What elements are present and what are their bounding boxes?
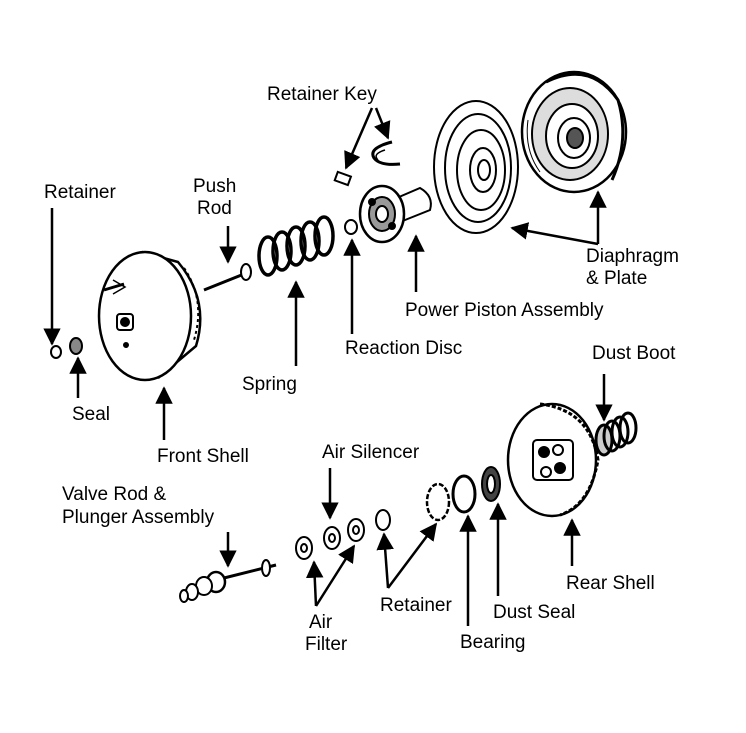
front-shell-part: [97, 250, 202, 382]
label-valve-rod-line1: Valve Rod &: [62, 484, 167, 505]
power-piston-part: [358, 184, 432, 244]
label-bearing: Bearing: [460, 632, 526, 653]
plate-part: [520, 70, 628, 194]
retainer-small-part: [50, 345, 62, 359]
label-diaphragm-line2: & Plate: [586, 268, 648, 289]
small-ring-part: [375, 509, 391, 531]
label-rear-shell: Rear Shell: [566, 573, 655, 594]
label-air-filter-line2: Filter: [305, 634, 348, 655]
valve-rod-part: [179, 559, 277, 603]
label-retainer-key: Retainer Key: [267, 84, 377, 105]
push-rod-part: [203, 263, 252, 292]
retainer-key-part: [333, 140, 401, 187]
label-retainer-top: Retainer: [44, 182, 116, 203]
label-push-rod-line2: Rod: [197, 198, 232, 219]
label-push-rod-line1: Push: [193, 176, 237, 197]
label-diaphragm-line1: Diaphragm: [586, 246, 679, 267]
bearing-part: [451, 474, 477, 514]
air-silencer-part: [295, 518, 365, 560]
spring-part: [257, 215, 335, 277]
reaction-disc-part: [344, 219, 358, 235]
seal-part: [69, 337, 83, 355]
label-spring: Spring: [242, 374, 297, 395]
label-retainer-bottom: Retainer: [380, 595, 452, 616]
retainer-ring-part: [425, 482, 451, 522]
dust-seal-part: [481, 466, 501, 502]
label-air-silencer: Air Silencer: [322, 442, 420, 463]
diaphragm-part: [433, 100, 519, 234]
label-dust-boot: Dust Boot: [592, 343, 676, 364]
label-power-piston: Power Piston Assembly: [405, 300, 604, 321]
label-dust-seal: Dust Seal: [493, 602, 576, 623]
label-valve-rod-line2: Plunger Assembly: [62, 507, 215, 528]
label-reaction-disc: Reaction Disc: [345, 338, 463, 359]
dust-boot-part: [594, 411, 638, 457]
rear-shell-part: [506, 402, 600, 518]
label-front-shell: Front Shell: [157, 446, 249, 467]
label-seal: Seal: [72, 404, 111, 425]
leader-lines: [43, 107, 613, 626]
label-air-filter-line1: Air: [309, 612, 333, 633]
